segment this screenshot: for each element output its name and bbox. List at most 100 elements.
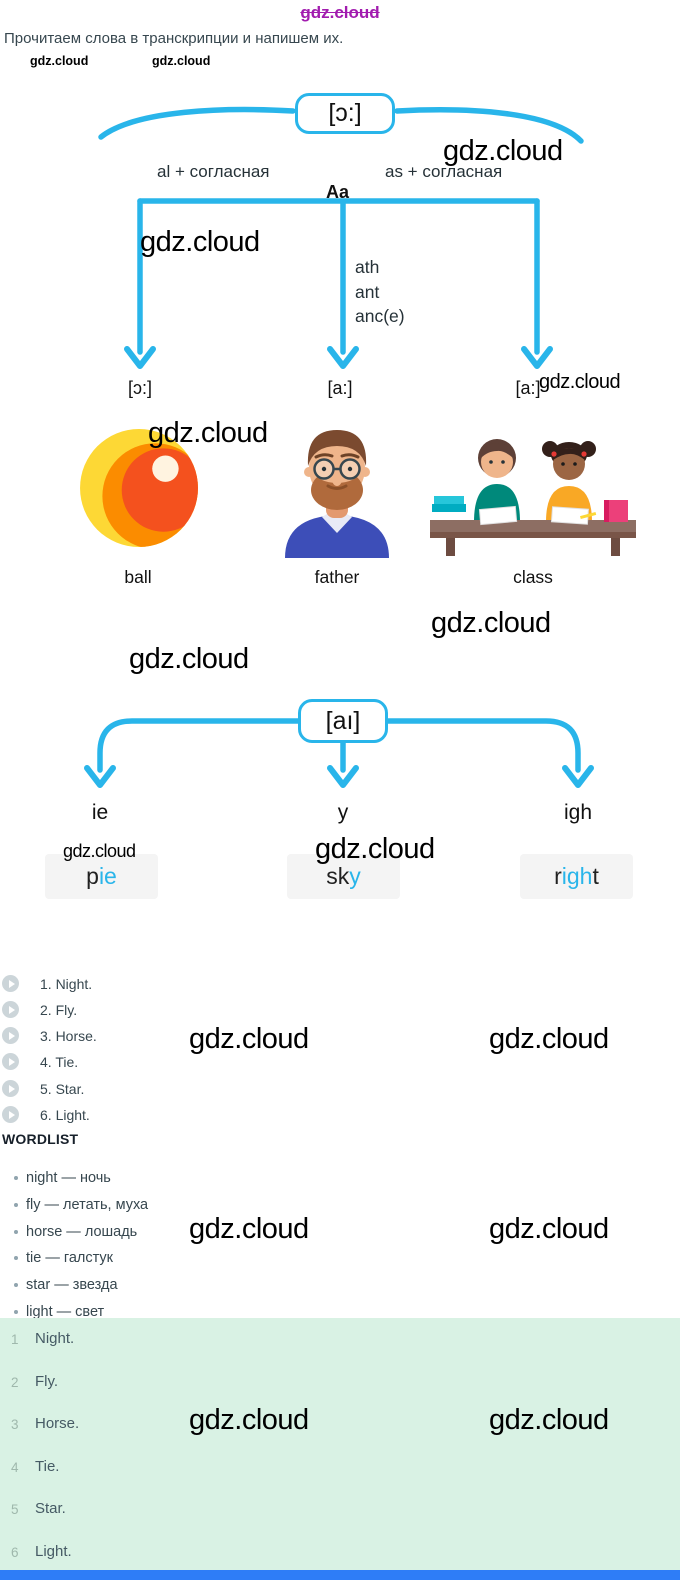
branch-pattern-igh: igh (563, 801, 593, 824)
wordlist-item-text: horse — лошадь (26, 1224, 138, 1240)
arrowhead (327, 346, 359, 369)
answer-text: Light. (35, 1543, 72, 1560)
bullet-icon (14, 1256, 18, 1260)
answer-text: Horse. (35, 1415, 80, 1432)
play-triangle-icon (8, 1057, 15, 1066)
wordlist-item-text: star — звезда (26, 1277, 118, 1293)
branch-pattern-ie: ie (91, 801, 109, 824)
audio-list-item: 4. Tie. (2, 1053, 78, 1070)
letter-aa: Aa (326, 182, 350, 202)
watermark: gdz.cloud (129, 643, 249, 675)
wordlist-item-text: light — свет (26, 1304, 105, 1320)
arrowhead (84, 765, 116, 788)
branch-pattern-y: y (337, 801, 349, 824)
answer-row: 5 Star. (0, 1500, 680, 1520)
word-highlight: igh (561, 863, 593, 889)
branch-phonetic: [a:] (327, 378, 353, 398)
word-part: r (554, 863, 562, 889)
arrowhead (327, 765, 359, 788)
arrowhead (521, 346, 553, 369)
answer-number: 5 (11, 1502, 19, 1517)
watermark: gdz.cloud (152, 54, 211, 68)
audio-list-item: 2. Fly. (2, 1001, 77, 1018)
audio-list-item: 3. Horse. (2, 1027, 97, 1044)
answer-text: Tie. (35, 1458, 60, 1475)
branch-phonetic: [ɔ:] (127, 378, 152, 398)
audio-item-label: 1. Night. (40, 975, 93, 992)
audio-item-label: 4. Tie. (40, 1053, 79, 1070)
word-highlight: ie (98, 863, 117, 889)
task-title: Прочитаем слова в транскрипции и напишем… (4, 30, 344, 47)
top-watermark: gdz.cloud (300, 3, 380, 22)
pattern-list: ath ant anc(e) (355, 255, 405, 329)
bullet-icon (14, 1310, 18, 1314)
watermark: gdz.cloud (30, 54, 89, 68)
watermark: gdz.cloud (189, 1404, 309, 1436)
play-triangle-icon (8, 1031, 15, 1040)
watermark: gdz.cloud (189, 1213, 309, 1245)
bullet-icon (14, 1203, 18, 1207)
audio-item-label: 2. Fly. (40, 1001, 78, 1018)
word-highlight: y (349, 863, 361, 889)
watermark: gdz.cloud (431, 607, 551, 639)
audio-play-icon[interactable] (2, 1053, 19, 1070)
rule-left-label: al + согласная (157, 162, 270, 181)
audio-list-item: 6. Light. (2, 1106, 90, 1123)
wordlist-item-text: night — ночь (26, 1170, 111, 1186)
answer-row: 3 Horse. (0, 1415, 680, 1435)
word-label-father: father (314, 567, 360, 587)
wordlist-item: star — звезда (14, 1277, 118, 1293)
wordlist-item-text: fly — летать, муха (26, 1197, 149, 1213)
bullet-icon (14, 1283, 18, 1287)
wordlist-title: WORDLIST (2, 1131, 79, 1147)
watermark: gdz.cloud (489, 1404, 609, 1436)
watermark: gdz.cloud (63, 841, 136, 861)
word-part: sk (326, 863, 350, 889)
wordlist-item: tie — галстук (14, 1250, 113, 1266)
arrowhead (124, 346, 156, 369)
arrowhead (562, 765, 594, 788)
audio-play-icon[interactable] (2, 1080, 19, 1097)
watermark: gdz.cloud (489, 1023, 609, 1055)
pattern-item: anc(e) (355, 306, 405, 326)
father-illustration (272, 420, 402, 558)
audio-play-icon[interactable] (2, 1001, 19, 1018)
play-triangle-icon (8, 1084, 15, 1093)
bullet-icon (14, 1230, 18, 1234)
watermark: gdz.cloud (140, 226, 260, 258)
audio-item-label: 3. Horse. (40, 1027, 97, 1044)
audio-play-icon[interactable] (2, 1106, 19, 1123)
bottom-bar (0, 1570, 680, 1580)
answer-text: Star. (35, 1500, 66, 1517)
word-label-ball: ball (124, 567, 152, 587)
diagram1-root-phonetic: [ɔ:] (295, 93, 395, 134)
play-triangle-icon (8, 979, 15, 988)
watermark: gdz.cloud (489, 1213, 609, 1245)
play-triangle-icon (8, 1110, 15, 1119)
class-illustration (430, 424, 636, 556)
word-label-class: class (513, 567, 553, 587)
answer-number: 3 (11, 1417, 19, 1432)
wordlist-item: light — свет (14, 1304, 104, 1320)
word-part: p (86, 863, 99, 889)
answer-row: 6 Light. (0, 1543, 680, 1563)
wordlist-item: night — ночь (14, 1170, 111, 1186)
answer-number: 6 (11, 1545, 19, 1560)
diagram2-right-branch (385, 718, 581, 773)
audio-play-icon[interactable] (2, 1027, 19, 1044)
watermark: gdz.cloud (148, 417, 268, 449)
watermark: gdz.cloud (189, 1023, 309, 1055)
pattern-item: ant (355, 281, 380, 302)
audio-play-icon[interactable] (2, 975, 19, 992)
audio-list-item: 5. Star. (2, 1080, 84, 1097)
diagram2-root-phonetic: [aı] (298, 699, 388, 743)
ball-illustration (78, 427, 200, 549)
bullet-icon (14, 1176, 18, 1180)
watermark: gdz.cloud (315, 833, 435, 865)
watermark: gdz.cloud (443, 135, 563, 167)
